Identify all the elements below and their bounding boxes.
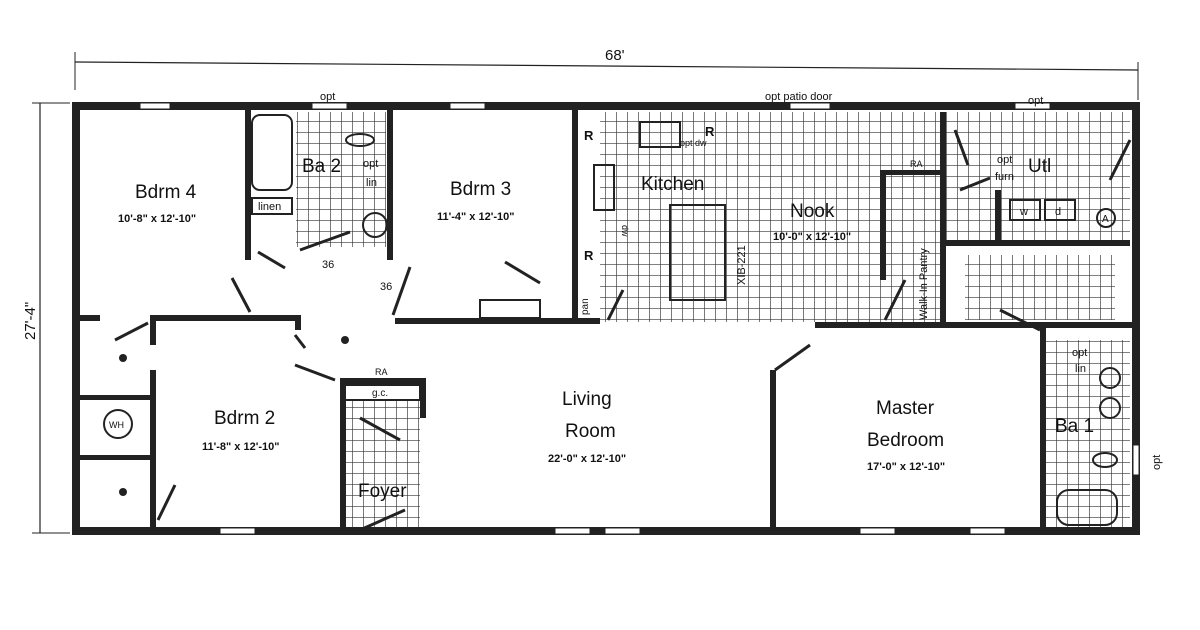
linen-label: linen: [258, 201, 281, 213]
toilet-ba2: [345, 133, 375, 147]
master-name-1: Master: [876, 398, 935, 419]
bdrm3-size: 11'-4" x 12'-10": [437, 211, 514, 223]
bdrm2-name: Bdrm 2: [214, 408, 275, 429]
exterior-walls: [72, 102, 1140, 535]
bdrm3-name: Bdrm 3: [450, 179, 511, 200]
bdrm2-size: 11'-8" x 12'-10": [202, 441, 279, 453]
pantry-cabinet-label: pan: [580, 298, 591, 315]
opt-furn: opt: [997, 154, 1012, 166]
fridge-label-1: R: [584, 128, 594, 143]
width-dimension: 68': [74, 47, 1139, 100]
master-name-2: Bedroom: [867, 430, 944, 451]
door-width-36-a: 36: [322, 259, 334, 271]
opt-lin-ba2-2: lin: [366, 177, 377, 189]
ba2-name: Ba 2: [302, 156, 341, 177]
interior-walls: [80, 110, 1135, 532]
ra-nook: RA: [910, 159, 923, 169]
fridge-label-2: R: [584, 248, 594, 263]
kitchen-sink: [639, 121, 681, 148]
door-swings: [114, 129, 1132, 532]
opt-patio-door: opt patio door: [765, 91, 833, 103]
washer-label: w: [1019, 206, 1028, 218]
opt-furn-2: furn: [995, 171, 1014, 183]
depth-label: 27'-4": [22, 302, 39, 340]
nook-name: Nook: [790, 201, 835, 222]
living-name-2: Room: [565, 421, 616, 442]
bdrm4-name: Bdrm 4: [135, 182, 197, 203]
dw-label: dw: [620, 225, 630, 237]
range: [593, 164, 615, 211]
toilet-ba1: [1092, 452, 1118, 468]
dryer-label: d: [1055, 206, 1061, 218]
opt-lin-ba1-2: lin: [1075, 363, 1086, 375]
depth-dimension: 27'-4": [22, 102, 70, 534]
opt-window-utl: opt: [1028, 95, 1043, 107]
guest-closet-label: g.c.: [372, 388, 388, 399]
water-heater-icon: [103, 409, 133, 439]
bdrm4-size: 10'-8" x 12'-10": [118, 213, 196, 225]
door-width-36-b: 36: [380, 281, 392, 293]
opt-lin-ba2: opt: [363, 158, 378, 170]
wh-label: WH: [109, 420, 124, 430]
pantry-name: Walk-In Pantry: [918, 248, 930, 320]
utl-appliance-label: A: [1102, 214, 1109, 225]
sink-ba2: [362, 212, 388, 238]
ra-foyer: RA: [375, 367, 388, 377]
opt-lin-ba1: opt: [1072, 347, 1087, 359]
opt-window-side: opt: [1151, 455, 1163, 470]
kitchen-name: Kitchen: [641, 174, 704, 195]
room-labels: Bdrm 4 10'-8" x 12'-10" Bdrm 3 11'-4" x …: [118, 156, 1094, 502]
island-model-label: XIB-221: [736, 245, 748, 285]
opt-window-ba2: opt: [320, 91, 335, 103]
opt-dw-label: opt dw: [680, 138, 707, 148]
width-label: 68': [605, 47, 625, 64]
foyer-name: Foyer: [358, 481, 407, 502]
living-name-1: Living: [562, 389, 612, 410]
utl-name: Utl: [1028, 156, 1051, 177]
master-size: 17'-0" x 12'-10": [867, 461, 945, 473]
fixtures: [103, 114, 1121, 526]
annotations: opt opt patio door opt opt lin linen 36 …: [109, 91, 1163, 470]
ba1-name: Ba 1: [1055, 416, 1094, 437]
fridge-label-3: R: [705, 124, 715, 139]
bathtub-ba1: [1056, 489, 1118, 526]
kitchen-island: [669, 204, 726, 301]
living-size: 22'-0" x 12'-10": [548, 453, 626, 465]
nook-size: 10'-0" x 12'-10": [773, 231, 851, 243]
bathtub-ba2: [251, 114, 293, 191]
